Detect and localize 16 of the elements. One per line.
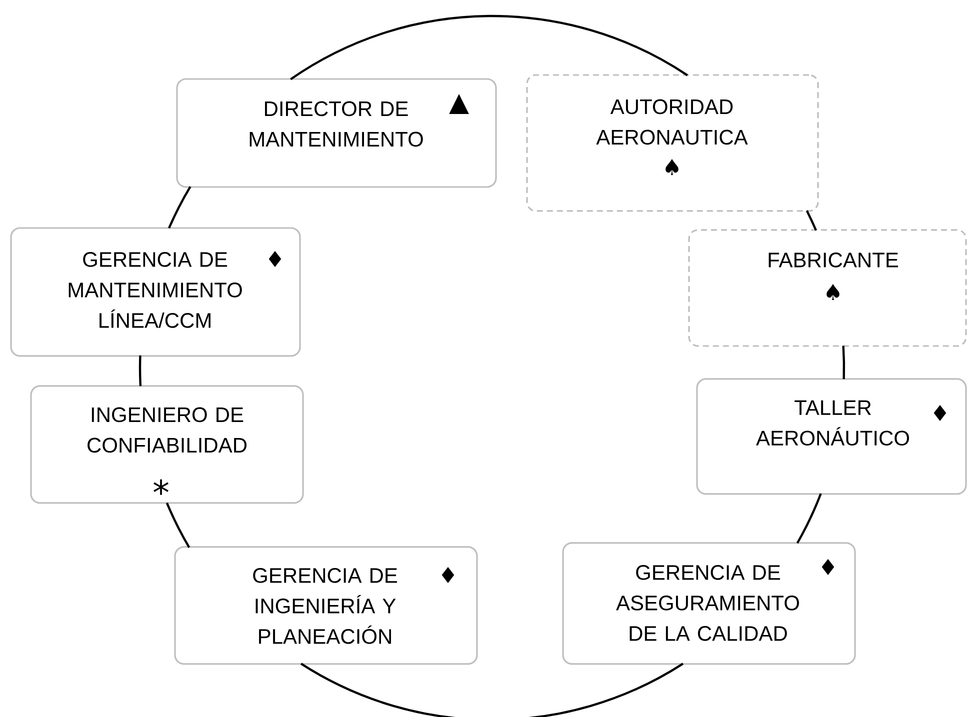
symbol: ♠ xyxy=(666,158,678,175)
symbol: ♦ xyxy=(442,566,454,583)
connector-arc xyxy=(138,355,142,386)
connector-arc xyxy=(796,493,822,544)
connector-arc xyxy=(806,210,818,231)
symbol: ♠ xyxy=(826,284,840,300)
connector-arc xyxy=(300,662,684,717)
symbol: ♦ xyxy=(268,250,282,267)
symbol: ♦ xyxy=(822,558,834,575)
connector-arc xyxy=(168,186,192,228)
connector-arc xyxy=(290,15,688,80)
connector-arc xyxy=(842,346,846,380)
connector-arc xyxy=(166,502,190,548)
symbol: ▲ xyxy=(449,94,469,114)
symbol: ♦ xyxy=(934,404,946,421)
symbol: * xyxy=(154,479,168,495)
